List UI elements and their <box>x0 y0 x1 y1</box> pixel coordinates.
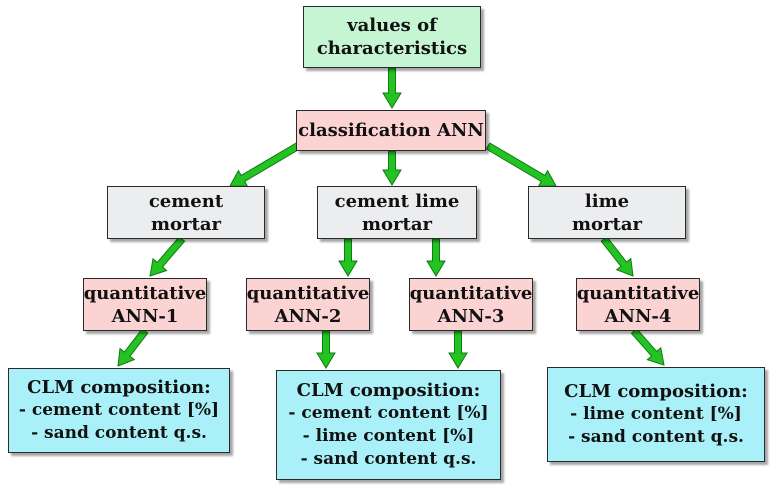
out3-heading: CLM composition: <box>564 381 748 402</box>
quantitative-ann-1-box: quantitative ANN-1 <box>83 278 207 331</box>
cement-lime-mortar-line-1: cement lime <box>334 190 460 212</box>
input-values-box: values of characteristics <box>303 6 481 68</box>
out1-line-3: - sand content q.s. <box>31 423 207 443</box>
arrow-ann4-to-out3 <box>630 327 665 366</box>
classification-ann-box: classification ANN <box>296 110 486 151</box>
clm-composition-cement-box: CLM composition: - cement content [%] - … <box>8 368 230 453</box>
cement-lime-mortar-line-2: mortar <box>362 213 432 235</box>
arrow-lime-to-ann4 <box>600 236 634 277</box>
arrow-classification-to-lime <box>485 142 557 187</box>
out3-line-3: - sand content q.s. <box>568 427 744 447</box>
ann1-line-2: ANN-1 <box>111 305 179 327</box>
ann4-line-2: ANN-4 <box>604 305 672 327</box>
arrow-cement-lime-to-ann2 <box>338 238 358 277</box>
cement-mortar-box: cement mortar <box>107 186 265 239</box>
out1-line-2: - cement content [%] <box>18 400 220 420</box>
classification-label: classification ANN <box>298 120 484 141</box>
out2-line-4: - sand content q.s. <box>300 449 477 469</box>
lime-mortar-line-1: lime <box>584 190 630 212</box>
out3-line-2: - lime content [%] <box>570 404 742 424</box>
ann1-line-1: quantitative <box>83 282 207 304</box>
out2-heading: CLM composition: <box>296 380 481 401</box>
out2-line-3: - lime content [%] <box>302 426 475 446</box>
cement-lime-mortar-box: cement lime mortar <box>317 186 477 239</box>
ann2-line-1: quantitative <box>246 282 370 304</box>
arrow-ann2-to-out2 <box>316 330 336 369</box>
arrow-cement-lime-to-ann3 <box>426 238 446 277</box>
arrow-ann1-to-out1 <box>117 328 149 367</box>
arrow-input-to-classification <box>382 67 402 109</box>
quantitative-ann-2-box: quantitative ANN-2 <box>246 278 370 331</box>
lime-mortar-box: lime mortar <box>528 186 686 239</box>
out1-heading: CLM composition: <box>27 377 211 398</box>
quantitative-ann-3-box: quantitative ANN-3 <box>409 278 533 331</box>
arrow-ann3-to-out2 <box>448 330 468 369</box>
ann3-line-2: ANN-3 <box>437 305 505 327</box>
lime-mortar-line-2: mortar <box>572 213 642 235</box>
ann4-line-1: quantitative <box>576 282 700 304</box>
out2-line-2: - cement content [%] <box>288 403 489 423</box>
arrow-classification-to-cement <box>229 142 301 187</box>
clm-composition-lime-box: CLM composition: - lime content [%] - sa… <box>547 367 765 462</box>
ann3-line-1: quantitative <box>409 282 533 304</box>
input-line-1: values of <box>347 15 437 36</box>
ann2-line-2: ANN-2 <box>274 305 342 327</box>
clm-composition-cement-lime-box: CLM composition: - cement content [%] - … <box>276 370 501 480</box>
quantitative-ann-4-box: quantitative ANN-4 <box>576 278 700 331</box>
input-line-2: characteristics <box>316 38 468 59</box>
cement-mortar-line-1: cement <box>148 190 224 212</box>
arrow-cement-to-ann1 <box>149 235 186 277</box>
cement-mortar-line-2: mortar <box>151 213 221 235</box>
arrow-classification-to-cement-lime <box>382 150 402 186</box>
